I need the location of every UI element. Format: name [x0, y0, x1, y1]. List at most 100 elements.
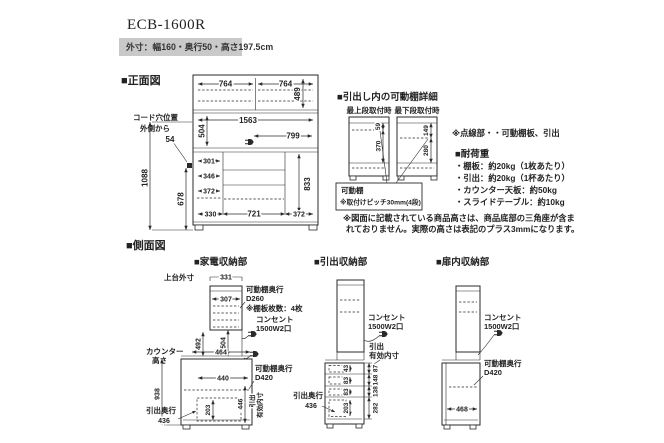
front-view-drawing	[187, 74, 319, 231]
dim-right-inner-height: 833	[303, 177, 312, 191]
movable-shelf-callout: 可動棚 ※取付けピッチ30mm(4段)	[335, 182, 423, 211]
drawer-depth-value: 436	[305, 403, 317, 410]
dim-bottom-1: 330	[205, 212, 217, 219]
cord-hole-value: 54	[166, 135, 175, 144]
drawers-title: ■引出収納部	[314, 256, 368, 268]
outlet-plug-icon	[378, 330, 389, 338]
dim-cord-hole-height: 678	[177, 192, 186, 206]
dim-top-width-left: 764	[219, 80, 233, 89]
appliance-title: ■家電収納部	[194, 256, 248, 268]
dim-drawer-front-4: 282	[373, 402, 380, 413]
bottom-mount-label: 最下段取付時	[395, 105, 440, 115]
front-view: ■正面図 764 764 489 1563 504 799 301 346 37…	[121, 73, 319, 231]
load-item-slide-table: ・スライドテーブル：約10kg	[455, 197, 565, 207]
height-note-line-2: れておりません。実際の高さは表記のプラス3mmになります。	[346, 224, 579, 234]
dim-bottom-3: 372	[293, 212, 305, 219]
drawer-depth-label: 引出奥行	[293, 390, 323, 400]
dim-top-mount-upper: 59	[375, 123, 382, 131]
dim-top-width-right: 764	[279, 80, 293, 89]
counter-height-label-2: 高さ	[152, 355, 167, 365]
load-capacity-title: ■耐荷重	[455, 148, 490, 160]
dim-space-height-2: 504	[221, 337, 228, 349]
dim-drawer-front-1: 87	[373, 365, 380, 373]
lower-shelf-depth-value: D420	[255, 373, 273, 382]
shelf-detail-title: ■引出し内の可動棚詳細	[337, 91, 438, 103]
shelf-count-note: ※棚板枚数：4枚	[246, 303, 303, 313]
lower-shelf-depth-label: 可動棚奥行	[255, 363, 293, 373]
front-view-title: ■正面図	[121, 73, 161, 87]
shelf-depth-label: 可動棚奥行	[246, 284, 284, 294]
outlet-label: コンセント	[368, 313, 406, 322]
side-view-appliance: ■家電収納部 上台外寸 331 307 可動棚奥行 D260 ※棚板枚数：4枚 …	[146, 256, 303, 430]
bottom-mount-drawing: 149 280	[396, 116, 438, 181]
outlet-spec: 1500W2口	[484, 322, 519, 331]
dim-drawer-inner-4: 203	[343, 402, 350, 413]
shelf-depth-value: D420	[484, 368, 502, 377]
dim-counter-inner-height: 504	[198, 124, 207, 138]
outlet-label: コンセント	[256, 315, 294, 324]
callout-line-1: 可動棚	[341, 185, 364, 195]
dim-top-inner-height: 489	[293, 87, 302, 101]
side-view-drawers: ■引出収納部 コンセント 1500W2口 引出 有効内寸 43 83 83 20…	[293, 256, 406, 429]
front-view-dimensions: 764 764 489 1563 504 799 301 346 372 833…	[139, 78, 314, 231]
dim-counter-depth: 464	[215, 350, 227, 357]
dim-space-height-1: 492	[196, 338, 203, 350]
top-mount-label: 最上段取付時	[347, 105, 392, 115]
door-title: ■扉内収納部	[436, 256, 490, 268]
drawer-inner-label-2: 有効内寸	[255, 392, 264, 419]
dotted-line-note: ※点線部・・可動棚板、引出	[452, 128, 560, 138]
height-note-line-1: ※図面に記載されている商品高さは、商品底部の三角座が含ま	[343, 213, 575, 223]
dim-upper-outer: 331	[220, 275, 232, 282]
top-mount-drawing: 59 370	[348, 116, 390, 181]
product-title: ECB-1600R	[127, 17, 206, 33]
drawer-depth-value: 436	[158, 418, 170, 425]
outer-dimensions-text: 外寸：幅160・奥行50・高さ197.5cm	[125, 41, 273, 52]
cord-hole-marker	[187, 163, 192, 168]
dim-drawer-inner-3: 83	[343, 388, 350, 396]
dim-drawer-inner-1: 43	[343, 365, 350, 373]
dim-total-height: 1088	[141, 169, 150, 187]
load-item-counter: ・カウンター天板：約50kg	[455, 185, 557, 195]
cord-hole-callout: コード穴位置 外側から 54	[133, 112, 178, 146]
dim-counter-inner-width: 1563	[239, 116, 257, 125]
drawer-inner-label-2: 有効内寸	[369, 350, 399, 360]
upper-outer-label: 上台外寸	[164, 272, 194, 282]
load-item-shelf: ・棚板：約20kg（1枚あたり）	[455, 161, 570, 171]
outlet-spec: 1500W2口	[368, 322, 403, 331]
shelf-depth-value: D260	[246, 294, 264, 303]
dim-drawer-inner-2: 83	[343, 377, 350, 385]
cord-hole-label-2: 外側から	[140, 123, 170, 133]
side-view-door: ■扉内収納部 コンセント 1500W2口 可動棚奥行 D420 468	[436, 256, 522, 430]
dim-bottom-mount-upper: 149	[423, 125, 430, 136]
outlet-label: コンセント	[484, 313, 522, 322]
dim-drawer-inner-depth: 446	[238, 398, 245, 409]
dim-left-3: 372	[203, 189, 215, 196]
side-view-title: ■側面図	[126, 238, 166, 252]
dim-drawer-height: 203	[205, 404, 212, 415]
drawer-depth-label: 引出奥行	[146, 405, 176, 415]
dim-drawer-front-2: 148	[373, 374, 380, 385]
side-views: ■側面図 ■家電収納部 上台外寸 331 307 可動棚奥行 D260 ※棚板枚…	[126, 238, 522, 430]
header: ECB-1600R 外寸：幅160・奥行50・高さ197.5cm	[119, 17, 273, 56]
outlet-plug-icon	[244, 138, 255, 146]
dim-drawer-front-3: 138	[373, 386, 380, 397]
drawer-inner-label-1: 引出	[248, 395, 257, 408]
dim-upper-inner-depth: 307	[220, 297, 232, 304]
outlet-spec: 1500W2口	[256, 324, 291, 333]
outer-dimensions-badge	[119, 38, 242, 56]
dim-door-inner-depth: 468	[456, 407, 468, 414]
dim-bottom-2: 721	[247, 210, 261, 219]
shelf-depth-label: 可動棚奥行	[484, 358, 522, 368]
load-item-drawer: ・引出：約20kg（1杯あたり）	[455, 173, 570, 183]
cord-hole-label-1: コード穴位置	[133, 112, 178, 122]
notes: ※点線部・・可動棚板、引出 ■耐荷重 ・棚板：約20kg（1枚あたり） ・引出：…	[343, 128, 579, 234]
shelf-detail: ■引出し内の可動棚詳細 最上段取付時 最下段取付時 59 370 149 280…	[335, 91, 440, 211]
dim-left-1: 301	[203, 159, 215, 166]
dim-lower-inner-depth: 440	[217, 376, 229, 383]
dim-counter-height: 938	[155, 388, 162, 400]
dim-top-mount-lower: 370	[376, 140, 383, 151]
dim-left-2: 346	[203, 174, 215, 181]
callout-line-2: ※取付けピッチ30mm(4段)	[340, 198, 421, 207]
counter-height-label-1: カウンター	[146, 346, 184, 356]
